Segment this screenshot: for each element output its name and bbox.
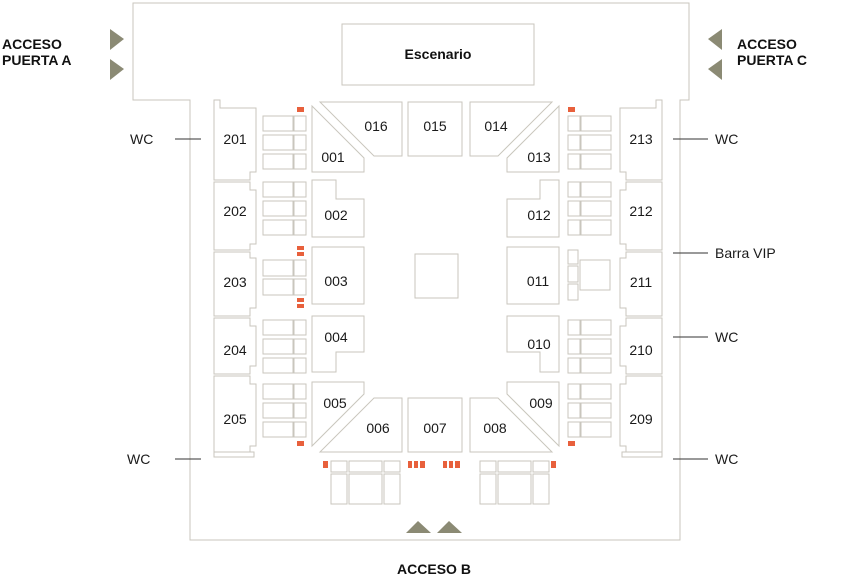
section-213[interactable]: 213: [619, 99, 663, 181]
section-205[interactable]: 205: [213, 375, 257, 455]
svg-text:204: 204: [223, 342, 247, 358]
section-005[interactable]: 005: [311, 381, 365, 448]
svg-text:213: 213: [629, 131, 653, 147]
stage-label: Escenario: [405, 46, 472, 62]
svg-text:209: 209: [629, 411, 653, 427]
gate-c-arrow-icon: [708, 29, 722, 50]
section-203[interactable]: 203: [213, 251, 257, 317]
svg-text:002: 002: [324, 207, 348, 223]
svg-text:006: 006: [366, 420, 390, 436]
seat-blocks-right: [567, 115, 612, 438]
section-210[interactable]: 210: [619, 317, 663, 375]
svg-text:202: 202: [223, 203, 247, 219]
svg-text:014: 014: [484, 118, 508, 134]
svg-text:016: 016: [364, 118, 388, 134]
centre-platform: [414, 253, 459, 299]
svg-text:201: 201: [223, 131, 247, 147]
section-016[interactable]: 016: [318, 101, 403, 157]
section-007[interactable]: 007: [407, 397, 463, 453]
section-004[interactable]: 004: [311, 315, 365, 373]
svg-text:013: 013: [527, 149, 551, 165]
section-006[interactable]: 006: [318, 397, 403, 453]
section-211[interactable]: 211: [619, 251, 663, 317]
svg-text:004: 004: [324, 329, 348, 345]
section-010[interactable]: 010: [506, 315, 560, 373]
svg-text:010: 010: [527, 336, 551, 352]
gate-b-label: ACCESO B: [397, 561, 471, 577]
gate-c-arrow-icon: [708, 59, 722, 80]
wc-label: WC: [130, 131, 153, 147]
gate-a-arrow-icon: [110, 59, 124, 80]
section-202[interactable]: 202: [213, 181, 257, 251]
svg-text:011: 011: [527, 273, 550, 289]
wc-label: WC: [127, 451, 150, 467]
section-013[interactable]: 013: [506, 104, 560, 173]
section-002[interactable]: 002: [311, 179, 365, 238]
gate-c-label: ACCESO: [737, 36, 797, 52]
gate-a-label: ACCESO: [2, 36, 62, 52]
svg-text:005: 005: [323, 395, 347, 411]
section-001[interactable]: 001: [311, 104, 365, 173]
section-014[interactable]: 014: [469, 101, 554, 157]
section-015[interactable]: 015: [407, 101, 463, 157]
wc-block: [621, 451, 663, 458]
seat-blocks-bottom: [330, 460, 550, 505]
venue-outline: [132, 2, 690, 541]
svg-text:009: 009: [529, 395, 553, 411]
wc-label: WC: [715, 329, 738, 345]
section-204[interactable]: 204: [213, 317, 257, 375]
svg-text:210: 210: [629, 342, 653, 358]
svg-text:003: 003: [324, 273, 348, 289]
svg-text:007: 007: [423, 420, 447, 436]
gate-c-label: PUERTA C: [737, 52, 807, 68]
section-011[interactable]: 011: [506, 246, 560, 305]
wc-block: [213, 451, 255, 458]
section-012[interactable]: 012: [506, 179, 560, 238]
section-209[interactable]: 209: [619, 375, 663, 455]
stage: Escenario: [341, 23, 535, 86]
section-212[interactable]: 212: [619, 181, 663, 251]
seat-blocks-left: [262, 115, 307, 438]
gate-b-arrow-icon: [406, 521, 431, 533]
svg-text:205: 205: [223, 411, 247, 427]
svg-text:212: 212: [629, 203, 653, 219]
svg-text:015: 015: [423, 118, 447, 134]
section-008[interactable]: 008: [469, 397, 554, 453]
svg-text:008: 008: [483, 420, 507, 436]
gate-b-arrow-icon: [437, 521, 462, 533]
barra-vip-label: Barra VIP: [715, 245, 776, 261]
entrance-markers: [297, 107, 575, 468]
gate-a-arrow-icon: [110, 29, 124, 50]
svg-text:012: 012: [527, 207, 551, 223]
svg-text:001: 001: [321, 149, 345, 165]
section-009[interactable]: 009: [506, 381, 560, 448]
wc-label: WC: [715, 131, 738, 147]
section-201[interactable]: 201: [213, 99, 257, 181]
section-003[interactable]: 003: [311, 246, 365, 305]
wc-label: WC: [715, 451, 738, 467]
svg-text:211: 211: [630, 274, 653, 290]
gate-a-label: PUERTA A: [2, 52, 71, 68]
svg-text:203: 203: [223, 274, 247, 290]
